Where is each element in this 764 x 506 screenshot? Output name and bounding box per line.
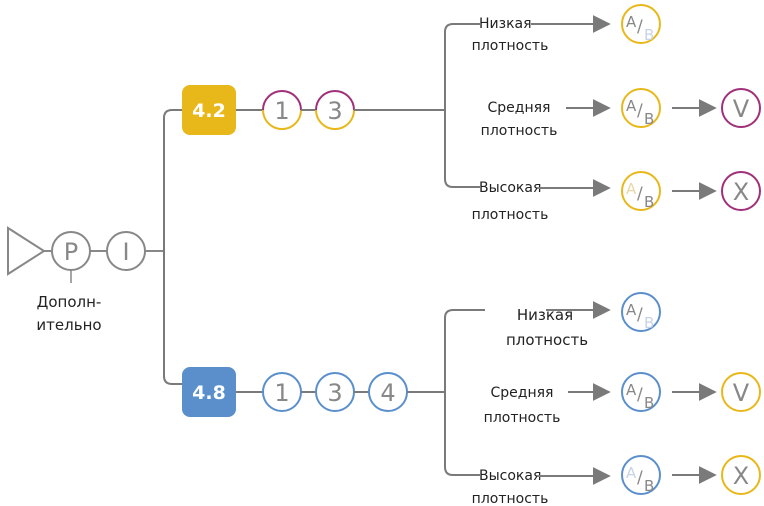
upper-fan — [444, 23, 480, 188]
lower-row-2-ab-circle — [621, 372, 661, 412]
lower-row-3-label-1: Высокая — [479, 468, 541, 484]
play-triangle-icon — [7, 226, 46, 276]
upper-box-label: 4.2 — [192, 100, 226, 122]
lower-row-2-ab-b: B — [644, 394, 654, 412]
upper-row-1-ab-a: A — [626, 13, 637, 31]
note-line-2: ительно — [36, 316, 101, 334]
lower-step-3-label: 4 — [380, 379, 395, 407]
lower-row-3-label-2: плотность — [472, 491, 549, 506]
upper-row-2-end-label: V — [733, 95, 750, 123]
upper-row-3-label-1: Высокая — [479, 180, 541, 196]
upper-row-3-ab-circle — [621, 171, 661, 211]
lower-step-1-label: 1 — [274, 379, 289, 407]
lower-row-2-label-2: плотность — [484, 410, 561, 426]
lower-row-3-ab-slash: / — [637, 468, 643, 488]
upper-row-2-label-2: плотность — [481, 123, 558, 139]
upper-row-1-label-2: плотность — [472, 38, 549, 54]
p-label: P — [64, 238, 78, 266]
upper-step-1-circle-top — [262, 90, 302, 111]
upper-step-1-circle-bottom — [262, 109, 302, 130]
lower-row-3-ab-circle — [621, 455, 661, 495]
lower-row-2-ab-a: A — [626, 381, 637, 399]
upper-row-2-end-circle — [721, 88, 761, 128]
lower-box-label: 4.8 — [192, 382, 226, 404]
upper-step-1-label: 1 — [274, 97, 289, 125]
upper-row-2-ab-b: B — [644, 110, 654, 128]
note-line-1: Дополн- — [37, 293, 102, 311]
upper-row-3-end-label: X — [733, 178, 749, 206]
upper-step-2-label: 3 — [327, 97, 342, 125]
lower-fan — [444, 309, 485, 476]
upper-row-2-ab-slash: / — [637, 101, 643, 121]
lower-row-1-ab-a: A — [626, 301, 637, 319]
lower-row-3-ab-a: A — [626, 464, 637, 482]
upper-row-3-ab-a: A — [626, 180, 637, 198]
upper-row-2-label-1: Средняя — [488, 100, 551, 116]
upper-row-2-ab-a: A — [626, 97, 637, 115]
branch-connector — [163, 109, 182, 385]
lower-row-1-ab-b: B — [644, 314, 654, 332]
upper-row-3-end-circle — [721, 171, 761, 211]
lower-row-2-label-1: Средняя — [491, 385, 554, 401]
upper-row-3-label-2: плотность — [472, 207, 549, 223]
lower-row-1-ab-slash: / — [637, 305, 643, 325]
upper-row-3-ab-b: B — [644, 193, 654, 211]
lower-row-2-end-label: V — [733, 379, 750, 407]
lower-box — [182, 367, 236, 417]
upper-row-1-ab-circle — [621, 4, 661, 44]
lower-row-1-label-2: плотность — [506, 331, 588, 349]
upper-row-1-ab-b: B — [644, 26, 654, 44]
lower-row-1-ab-circle — [621, 292, 661, 332]
lower-row-2-ab-slash: / — [637, 385, 643, 405]
upper-row-1-label-1: Низкая — [479, 16, 532, 32]
lower-row-3-ab-b: B — [644, 477, 654, 495]
lower-row-3-end-label: X — [733, 462, 749, 490]
lower-step-2-label: 3 — [327, 379, 342, 407]
i-label: I — [122, 238, 129, 266]
lower-row-1-label-1: Низкая — [517, 306, 573, 324]
upper-box — [182, 85, 236, 135]
lower-row-3-end-circle — [721, 455, 761, 495]
upper-row-2-ab-circle — [621, 88, 661, 128]
upper-row-1-ab-slash: / — [637, 17, 643, 37]
upper-step-2-circle-top — [315, 90, 355, 111]
upper-step-2-circle-bottom — [315, 109, 355, 130]
upper-row-3-ab-slash: / — [637, 184, 643, 204]
lower-row-2-end-circle — [721, 372, 761, 412]
